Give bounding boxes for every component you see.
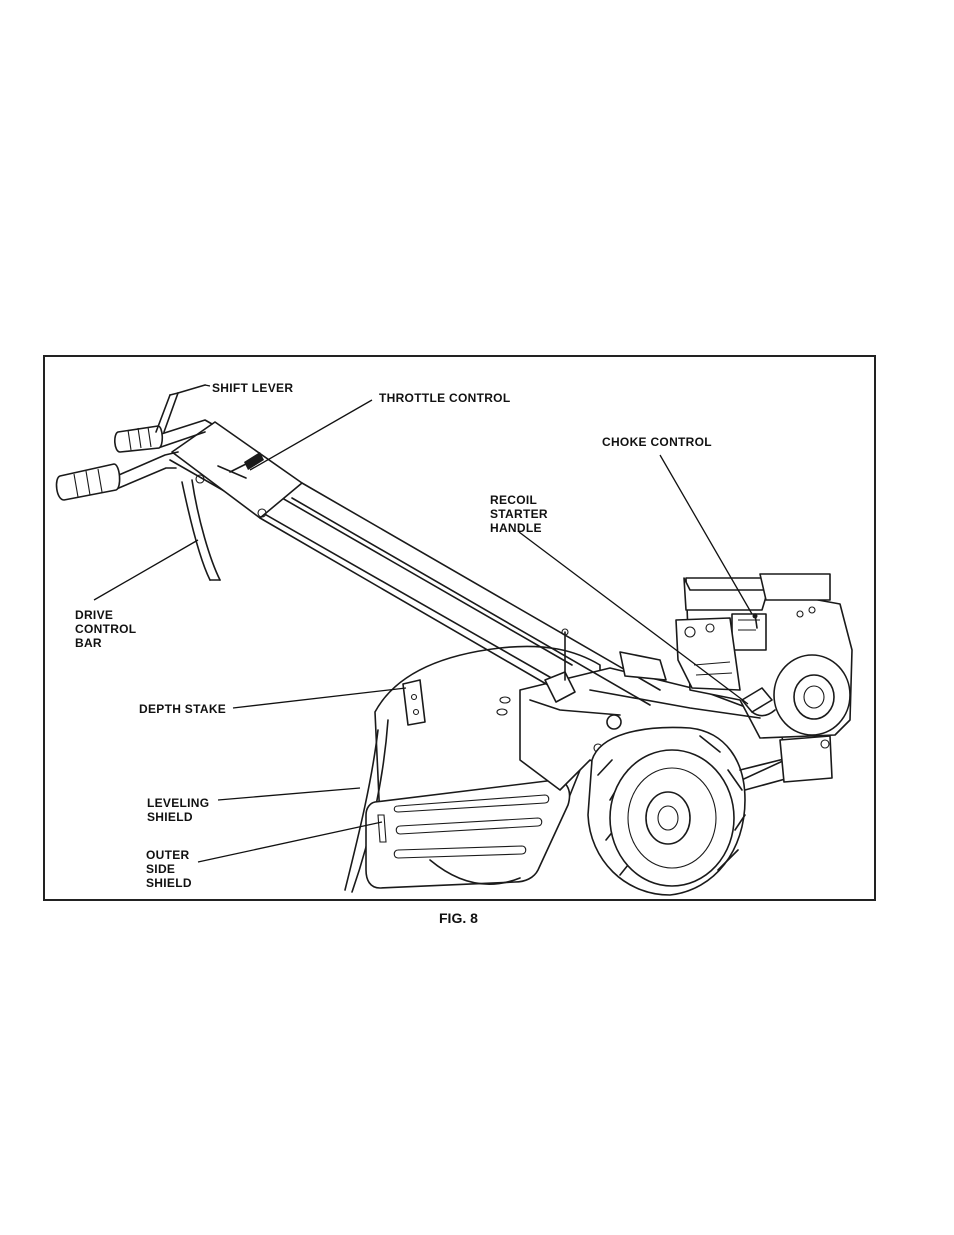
leader-leveling-shield xyxy=(218,788,360,800)
label-shift-lever: SHIFT LEVER xyxy=(212,381,293,395)
label-outer-side-shield: OUTER SIDE SHIELD xyxy=(146,848,192,890)
drive-control-bar xyxy=(182,480,220,580)
label-recoil-starter-handle: RECOIL STARTER HANDLE xyxy=(490,493,548,535)
label-leveling-shield: LEVELING SHIELD xyxy=(147,796,209,824)
shift-lever xyxy=(156,385,205,432)
wheel xyxy=(588,727,745,895)
leader-outer-side-shield xyxy=(198,822,382,862)
leader-drive-control-bar xyxy=(94,540,198,600)
leader-shift-lever xyxy=(205,385,210,386)
figure-caption: FIG. 8 xyxy=(439,910,478,926)
leader-throttle-control xyxy=(250,400,372,470)
label-choke-control: CHOKE CONTROL xyxy=(602,435,712,449)
label-throttle-control: THROTTLE CONTROL xyxy=(379,391,510,405)
label-depth-stake: DEPTH STAKE xyxy=(139,702,226,716)
label-drive-control-bar: DRIVE CONTROL BAR xyxy=(75,608,136,650)
